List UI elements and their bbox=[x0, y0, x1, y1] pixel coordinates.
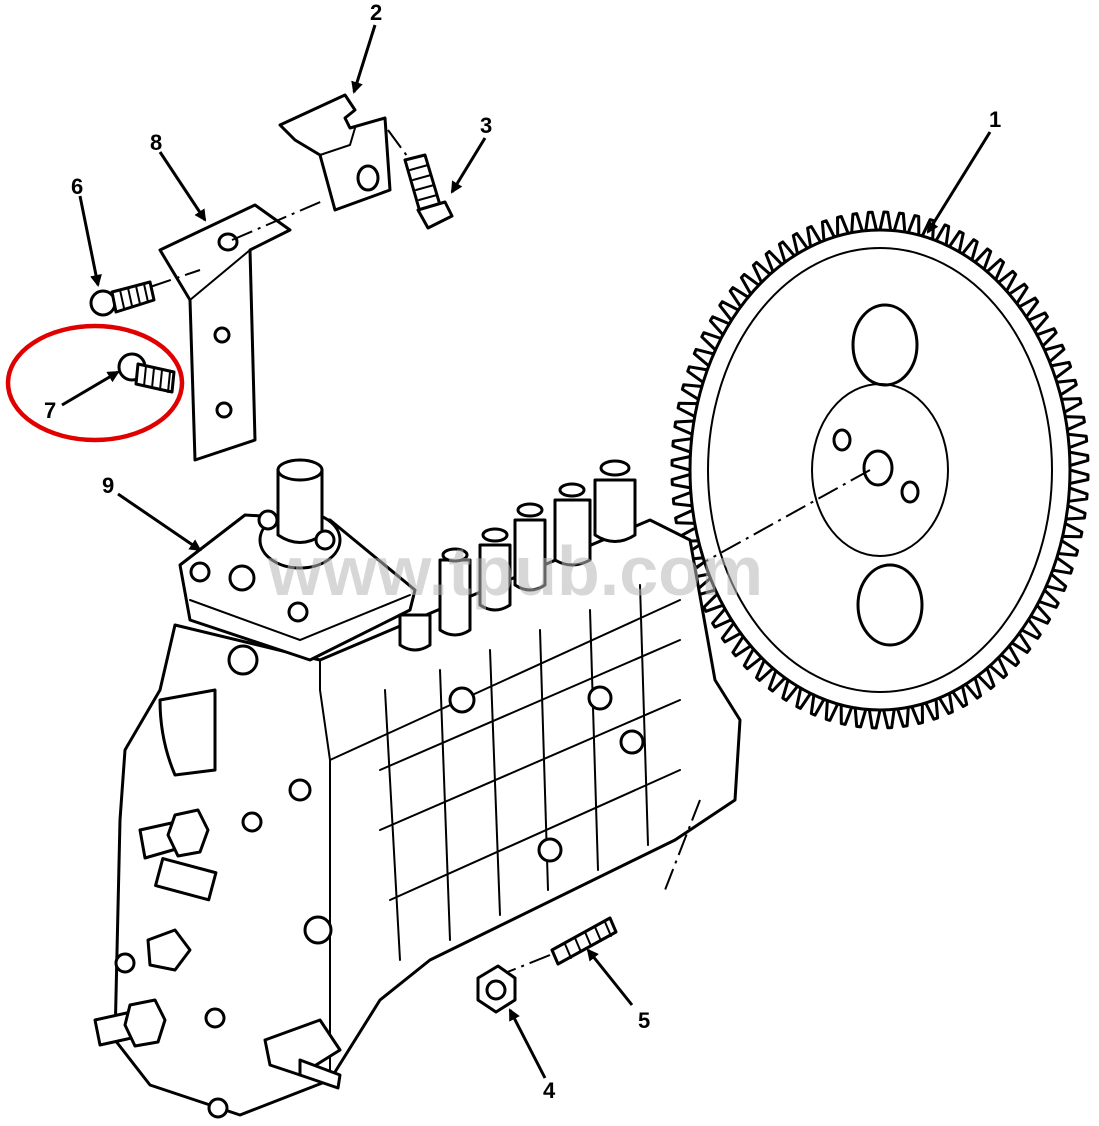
callout-9: 9 bbox=[102, 473, 114, 498]
callout-1: 1 bbox=[989, 107, 1001, 132]
bracket-to-lever-line bbox=[231, 199, 326, 241]
drive-gear bbox=[670, 210, 1090, 730]
injection-pump bbox=[93, 458, 742, 1119]
delivery-valves bbox=[398, 459, 637, 652]
lever-plate bbox=[278, 93, 392, 212]
highlight-circle bbox=[5, 323, 185, 443]
stud-5 bbox=[550, 916, 618, 966]
callout-7: 7 bbox=[44, 398, 56, 423]
screw-7 bbox=[117, 352, 176, 394]
callout-4: 4 bbox=[543, 1078, 556, 1103]
callout-2: 2 bbox=[370, 0, 382, 25]
screw-3 bbox=[387, 129, 454, 230]
mounting-bracket bbox=[158, 203, 292, 462]
callout-5: 5 bbox=[638, 1008, 650, 1033]
callout-3: 3 bbox=[480, 113, 492, 138]
callout-leaders bbox=[61, 24, 992, 1079]
stud-center-line bbox=[664, 799, 701, 891]
screw-6 bbox=[89, 269, 201, 317]
callout-8: 8 bbox=[150, 130, 162, 155]
watermark: www.tpub.com bbox=[267, 532, 763, 610]
nut-4 bbox=[476, 964, 517, 1014]
callout-6: 6 bbox=[71, 174, 83, 199]
gear-center-line bbox=[689, 469, 871, 571]
